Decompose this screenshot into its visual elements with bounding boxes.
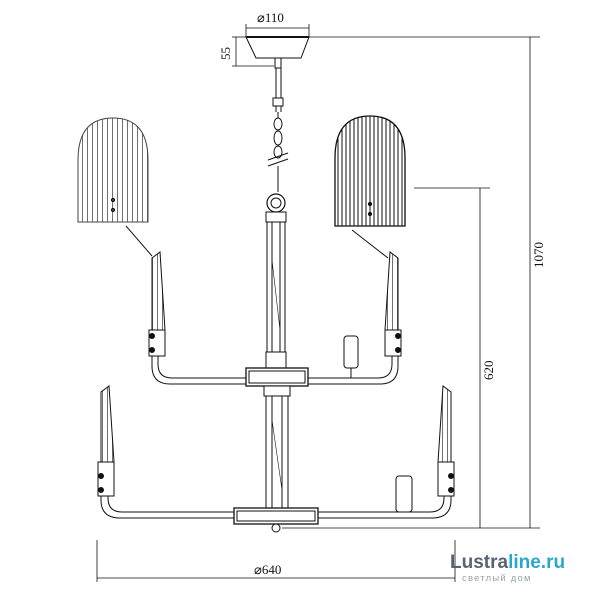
brand-tagline: светлый дом — [462, 573, 532, 584]
dim-overall-diameter: ⌀640 — [254, 562, 281, 577]
brand-part-1: Lustra — [450, 552, 509, 573]
dim-canopy-diameter: ⌀110 — [257, 10, 284, 25]
top-ring — [266, 193, 286, 213]
lower-column — [263, 385, 291, 508]
lower-left-shade — [97, 385, 115, 497]
dim-canopy-height: 55 — [218, 47, 233, 60]
lower-arms — [100, 470, 452, 519]
canopy — [245, 36, 310, 69]
watermark-logo: Lustraline.ru светлый дом — [450, 552, 565, 584]
dim-body-height: 620 — [481, 361, 496, 381]
lower-right-shade — [437, 385, 455, 497]
upper-arms — [151, 338, 399, 385]
upper-hub — [245, 367, 309, 387]
shade-detail-left — [77, 117, 153, 257]
dimension-lines — [96, 24, 540, 582]
shade-detail-right — [334, 115, 406, 259]
lower-bulb — [395, 475, 413, 513]
upper-right-shade — [384, 251, 402, 357]
upper-left-shade — [148, 251, 166, 357]
svg-text:Lustraline.ru: Lustraline.ru — [450, 552, 565, 573]
upper-bulb — [343, 335, 359, 369]
lower-hub — [233, 507, 319, 533]
brand-part-2: line.ru — [508, 552, 565, 573]
suspension-rod — [267, 68, 289, 192]
central-column — [265, 211, 287, 369]
dim-total-height: 1070 — [531, 242, 546, 268]
